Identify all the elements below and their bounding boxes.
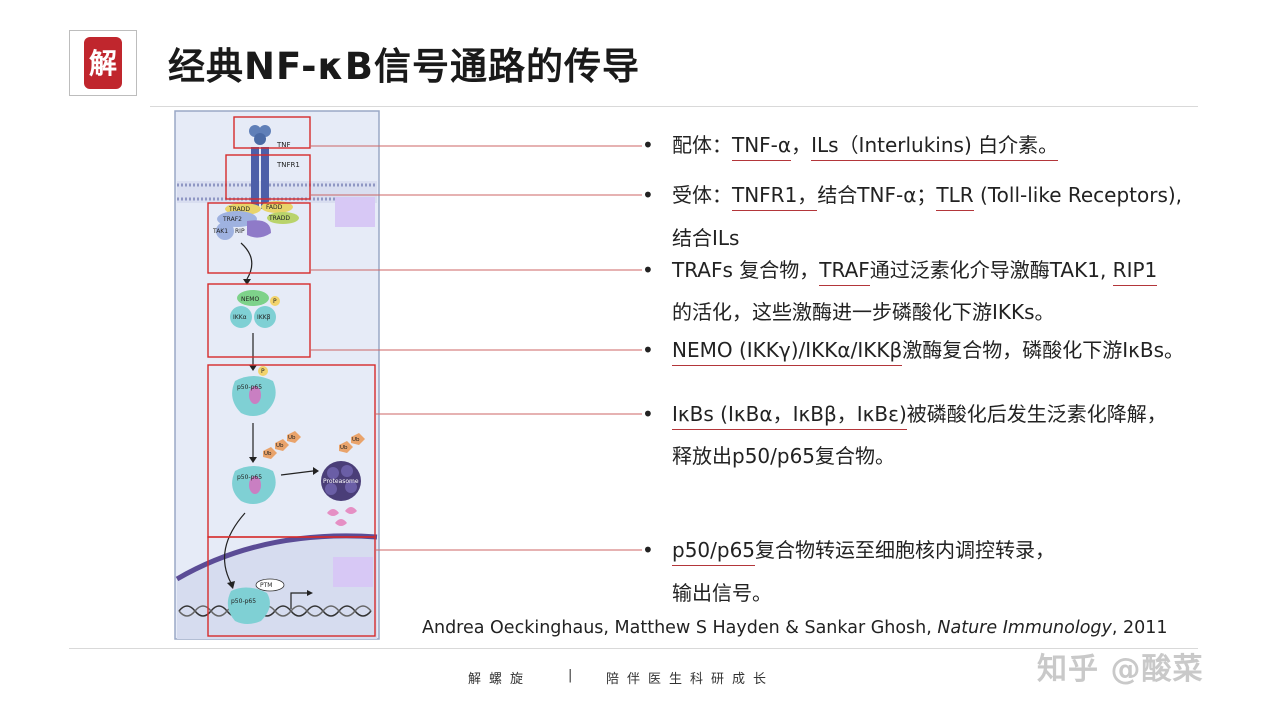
annotation-traf-line2: 的活化，这些激酶进一步磷酸化下游IKKs。 bbox=[672, 300, 1055, 324]
svg-text:p50-p65: p50-p65 bbox=[237, 384, 262, 391]
annotation-nucleus-line2: 输出信号。 bbox=[672, 581, 772, 605]
svg-text:TRAF2: TRAF2 bbox=[222, 216, 242, 223]
svg-text:Ub: Ub bbox=[340, 445, 348, 451]
nucleus-box bbox=[207, 536, 376, 637]
ligand-box bbox=[233, 116, 311, 149]
annotation-traf: TRAFs 复合物，TRAF通过泛素化介导激酶TAK1, RIP1 bbox=[672, 257, 1158, 286]
highlight-box bbox=[333, 557, 373, 587]
svg-text:P: P bbox=[273, 298, 277, 305]
bullet: • bbox=[642, 133, 654, 157]
svg-text:NEMO: NEMO bbox=[241, 296, 259, 303]
nfkb-ikb-complex: P p50-p65 bbox=[232, 366, 276, 416]
bullet: • bbox=[642, 183, 654, 207]
annotation-receptor: 受体：TNFR1，结合TNF-α；TLR (Toll-like Receptor… bbox=[672, 182, 1182, 211]
footer-divider bbox=[69, 648, 1198, 649]
svg-text:Ub: Ub bbox=[264, 451, 272, 457]
nuclear-membrane bbox=[175, 533, 378, 582]
annotation-ikk: NEMO (IKKγ)/IKKα/IKKβ激酶复合物，磷酸化下游IκBs。 bbox=[672, 337, 1184, 366]
ikk-box bbox=[207, 283, 311, 358]
bullet: • bbox=[642, 538, 654, 562]
traf-box bbox=[207, 202, 311, 274]
seal-logo-icon: 解 bbox=[84, 37, 122, 89]
ubiquitinated-complex: p50-p65 Ub Ub Ub bbox=[232, 431, 301, 504]
svg-text:Ub: Ub bbox=[288, 435, 296, 441]
annotation-ligand: 配体：TNF-α，ILs（Interlukins) 白介素。 bbox=[672, 132, 1059, 161]
svg-text:TRADD: TRADD bbox=[268, 215, 290, 222]
proteasome: Proteasome Ub Ub bbox=[321, 433, 365, 526]
bullet: • bbox=[642, 338, 654, 362]
svg-text:TAK1: TAK1 bbox=[212, 228, 228, 235]
citation: Andrea Oeckinghaus, Matthew S Hayden & S… bbox=[422, 618, 1168, 638]
svg-text:FADD: FADD bbox=[266, 204, 283, 211]
tnfr1-receptor: TNFR1 bbox=[251, 147, 300, 209]
svg-text:Ub: Ub bbox=[276, 443, 284, 449]
svg-text:Proteasome: Proteasome bbox=[323, 478, 359, 485]
svg-text:P: P bbox=[261, 368, 265, 375]
header-divider bbox=[150, 106, 1198, 107]
bullet: • bbox=[642, 258, 654, 282]
nuclear-nfkb: PTM p50-p65 bbox=[178, 578, 372, 624]
logo: 解 bbox=[69, 30, 137, 96]
footer-slogan: 陪伴医生科研成长 bbox=[606, 672, 775, 687]
footer-separator: | bbox=[568, 668, 581, 683]
page-title: 经典NF-κB信号通路的传导 bbox=[168, 45, 640, 88]
tnfr1-label: TNFR1 bbox=[276, 161, 300, 169]
annotation-nucleus: p50/p65复合物转运至细胞核内调控转录， bbox=[672, 537, 1055, 566]
footer-brand: 解螺旋 bbox=[468, 672, 532, 687]
svg-text:p50-p65: p50-p65 bbox=[231, 598, 256, 605]
svg-text:p50-p65: p50-p65 bbox=[237, 474, 262, 481]
svg-text:Ub: Ub bbox=[352, 437, 360, 443]
svg-text:PTM: PTM bbox=[260, 582, 272, 589]
tnf-label: TNF bbox=[276, 141, 291, 149]
svg-text:IKKβ: IKKβ bbox=[257, 314, 271, 321]
bullet: • bbox=[642, 402, 654, 426]
highlight-box bbox=[335, 197, 375, 227]
svg-text:TRADD: TRADD bbox=[228, 206, 250, 213]
tnf-ligand: TNF bbox=[249, 125, 291, 149]
svg-text:解: 解 bbox=[89, 47, 117, 80]
svg-text:RIP: RIP bbox=[235, 228, 245, 235]
receptor-box bbox=[225, 154, 311, 200]
pathway-figure: TNF TNFR1 TRADD FADD TRADD TRAF2 TAK1 RI… bbox=[173, 109, 381, 641]
ikk-complex: NEMO P IKKα IKKβ bbox=[230, 290, 280, 328]
annotation-receptor-line2: 结合ILs bbox=[672, 226, 740, 250]
annotation-ikb-line2: 释放出p50/p65复合物。 bbox=[672, 444, 896, 468]
adaptor-complex: TRADD FADD TRADD TRAF2 TAK1 RIP bbox=[212, 201, 299, 240]
watermark: 知乎 @酸菜 bbox=[1037, 652, 1204, 687]
annotation-ikb: IκBs (IκBα，IκBβ，IκBε)被磷酸化后发生泛素化降解， bbox=[672, 401, 1167, 430]
svg-text:IKKα: IKKα bbox=[233, 314, 247, 321]
